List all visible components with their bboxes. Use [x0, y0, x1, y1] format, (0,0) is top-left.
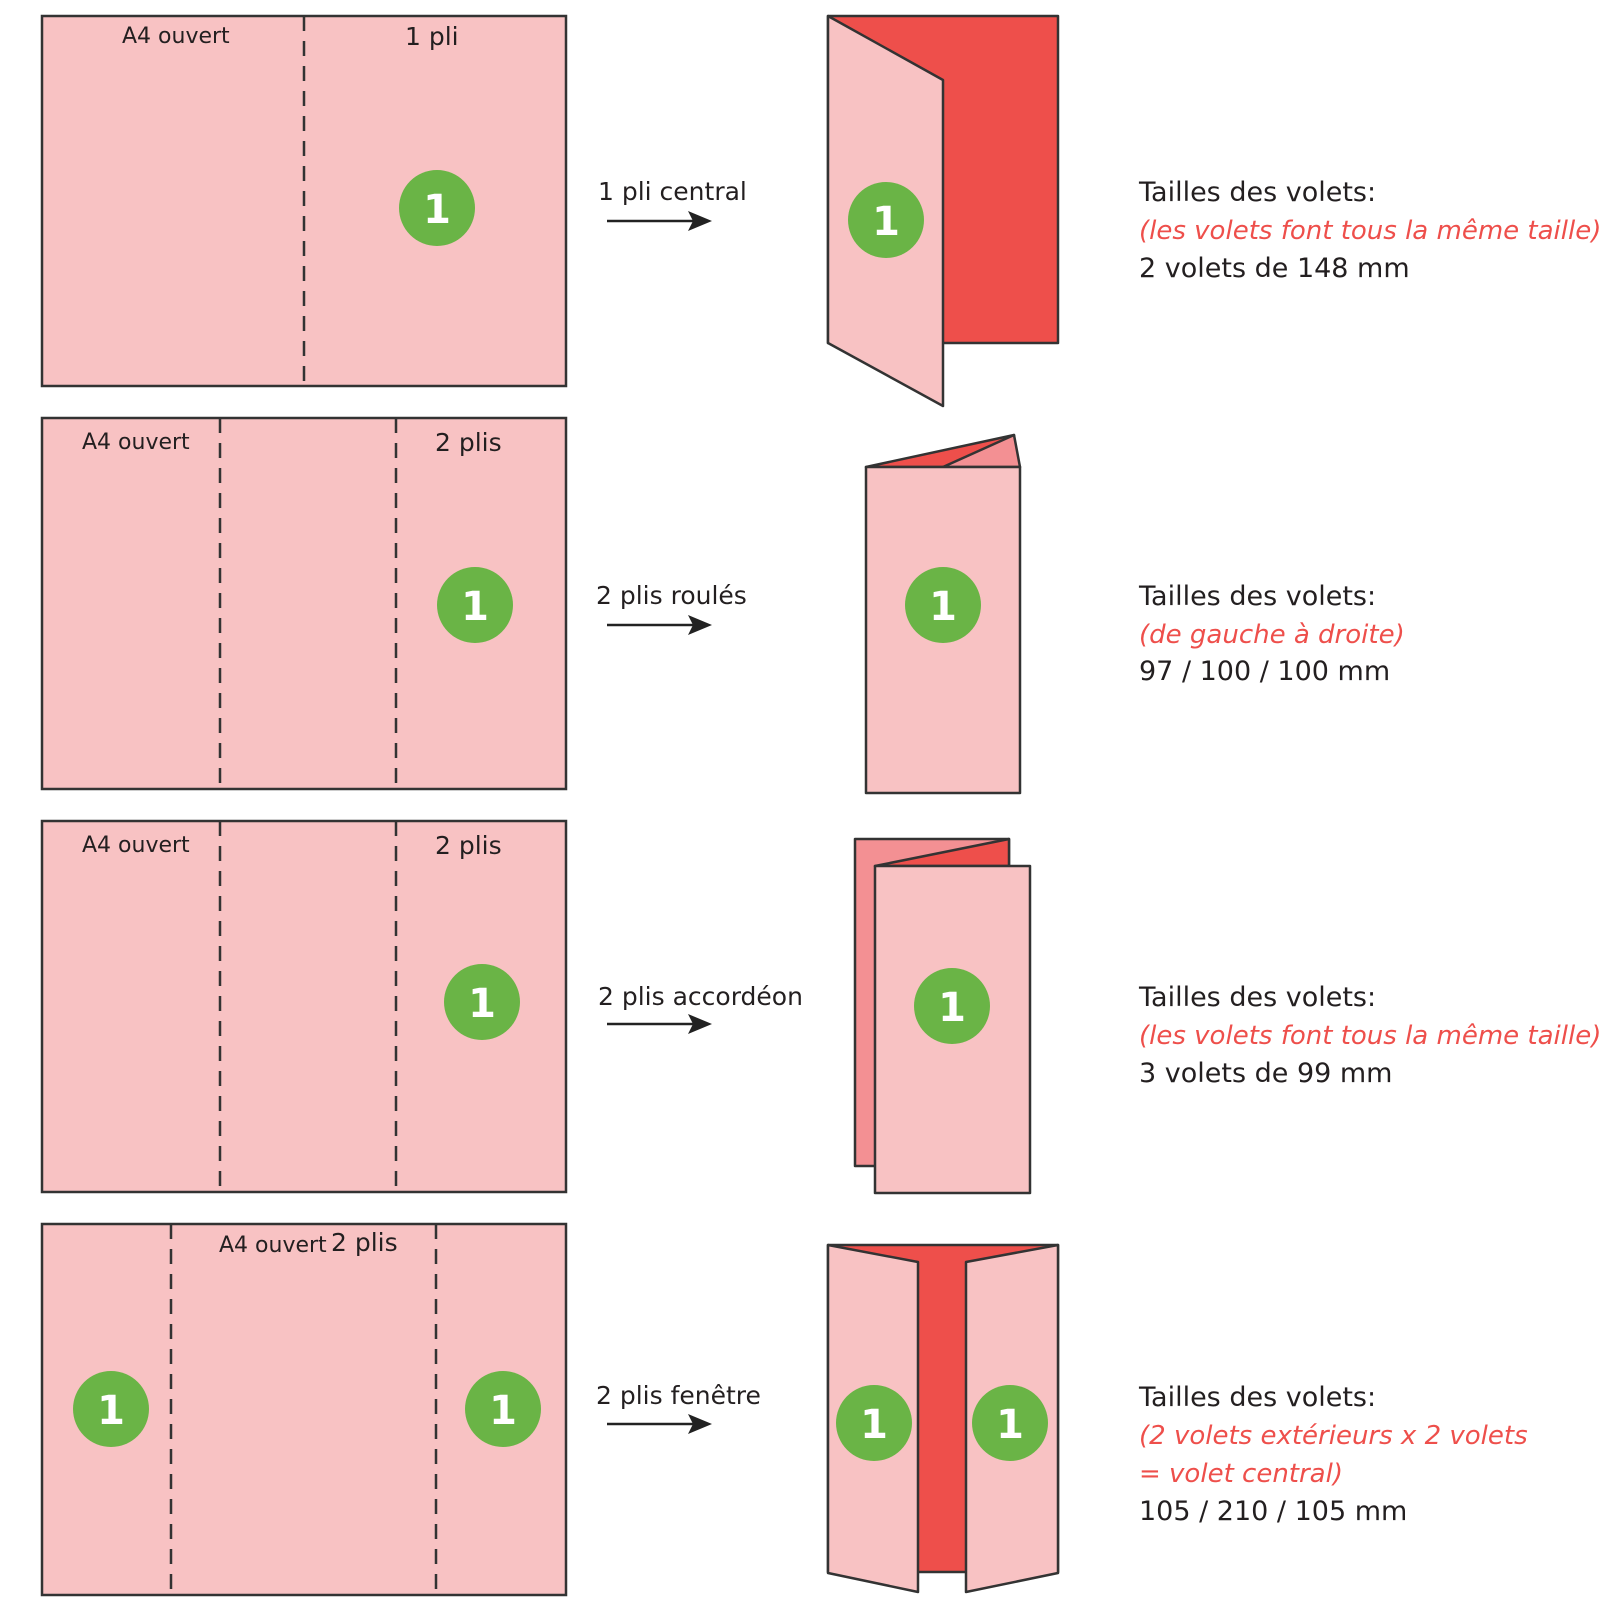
panel-number-badge: 1: [914, 968, 990, 1044]
info-note: (2 volets extérieurs x 2 volets: [1139, 1421, 1528, 1451]
arrow-icon: [607, 615, 712, 635]
fold-type-label: 2 plis roulés: [596, 581, 747, 610]
info-sizes: 105 / 210 / 105 mm: [1139, 1496, 1407, 1527]
fold-count-label: 2 plis: [435, 831, 502, 860]
panel-size-info: Tailles des volets: (les volets font tou…: [1138, 982, 1600, 1089]
info-title: Tailles des volets:: [1138, 982, 1376, 1013]
row-3-plis-accordeon: A4 ouvert 2 plis 1 2 plis accordéon 1 Ta…: [40, 819, 1600, 1195]
svg-text:1: 1: [489, 1388, 517, 1434]
panel-number-badge: 1: [972, 1385, 1048, 1461]
panel-size-info: Tailles des volets: (2 volets extérieurs…: [1138, 1382, 1528, 1527]
fold-count-label: 2 plis: [435, 428, 502, 457]
arrow-icon: [607, 211, 712, 231]
svg-text:1: 1: [996, 1402, 1024, 1448]
info-note: (les volets font tous la même taille): [1139, 1021, 1600, 1051]
panel-number-badge: 1: [399, 170, 475, 246]
fold-type-label: 2 plis accordéon: [598, 982, 803, 1011]
row-4-plis-fenetre: A4 ouvert 2 plis 1 1 2 plis fenêtre 1 1: [40, 1222, 1528, 1597]
svg-text:1: 1: [938, 985, 966, 1031]
row-1-pli-central: A4 ouvert 1 pli 1 1 pli central 1 Taille…: [40, 14, 1600, 408]
panel-number-badge: 1: [848, 182, 924, 258]
sheet-label: A4 ouvert: [82, 833, 190, 858]
info-note: (les volets font tous la même taille): [1139, 216, 1600, 246]
fold-count-label: 2 plis: [331, 1228, 398, 1257]
folded-result-2: 1: [864, 433, 1022, 795]
fold-type-label: 1 pli central: [598, 177, 747, 206]
panel-number-badge: 1: [437, 567, 513, 643]
panel-number-badge: 1: [73, 1371, 149, 1447]
svg-text:1: 1: [97, 1388, 125, 1434]
info-sizes: 2 volets de 148 mm: [1139, 253, 1410, 284]
arrow-icon: [607, 1414, 712, 1434]
arrow-icon: [607, 1014, 712, 1034]
folded-result-3: 1: [853, 837, 1032, 1195]
svg-text:1: 1: [872, 199, 900, 245]
sheet-label: A4 ouvert: [82, 430, 190, 455]
panel-number-badge: 1: [465, 1371, 541, 1447]
folded-result-4: 1 1: [826, 1243, 1060, 1594]
info-note: = volet central): [1139, 1459, 1343, 1489]
fold-type-label: 2 plis fenêtre: [596, 1381, 761, 1410]
row-2-plis-roules: A4 ouvert 2 plis 1 2 plis roulés 1 Taill…: [40, 416, 1405, 795]
panel-number-badge: 1: [905, 567, 981, 643]
svg-text:1: 1: [929, 584, 957, 630]
svg-text:1: 1: [468, 981, 496, 1027]
panel-number-badge: 1: [444, 964, 520, 1040]
sheet-label: A4 ouvert: [122, 24, 230, 49]
info-title: Tailles des volets:: [1138, 1382, 1376, 1413]
panel-size-info: Tailles des volets: (de gauche à droite)…: [1138, 581, 1405, 687]
panel-number-badge: 1: [836, 1385, 912, 1461]
info-sizes: 97 / 100 / 100 mm: [1139, 656, 1390, 687]
fold-count-label: 1 pli: [405, 22, 459, 51]
sheet-label: A4 ouvert: [219, 1233, 327, 1258]
info-title: Tailles des volets:: [1138, 177, 1376, 208]
info-note: (de gauche à droite): [1139, 620, 1405, 650]
svg-text:1: 1: [423, 187, 451, 233]
svg-text:1: 1: [860, 1402, 888, 1448]
info-sizes: 3 volets de 99 mm: [1139, 1058, 1392, 1089]
svg-text:1: 1: [461, 584, 489, 630]
info-title: Tailles des volets:: [1138, 581, 1376, 612]
folded-result-1: 1: [826, 14, 1060, 408]
panel-size-info: Tailles des volets: (les volets font tou…: [1138, 177, 1600, 284]
